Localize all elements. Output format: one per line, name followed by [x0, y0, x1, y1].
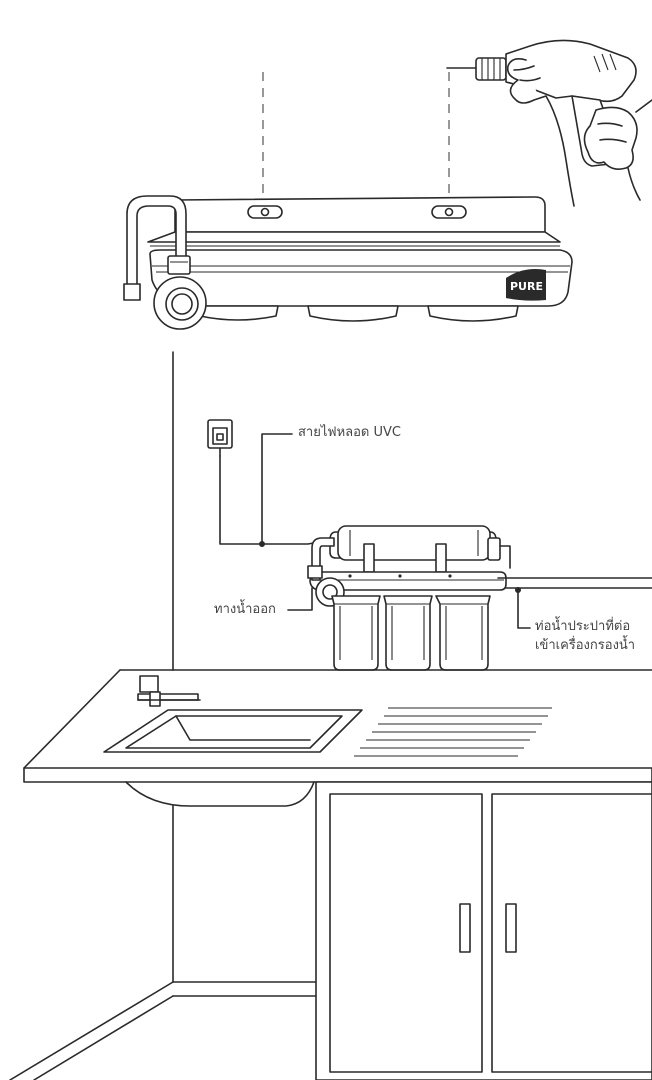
power-outlet: [207, 419, 233, 457]
outlet-leader: [287, 587, 313, 611]
tap-pipe-leader: [517, 587, 531, 629]
wall-filter-unit: [307, 525, 511, 671]
filter-housing-2: [383, 595, 433, 671]
door-handle-right: [505, 903, 517, 953]
outlet-nozzle: [123, 283, 141, 301]
mounting-step: PURE: [123, 39, 652, 330]
label-water-outlet: ทางน้ำออก: [214, 602, 276, 617]
door-handle-left: [459, 903, 471, 953]
counter-left-edge: [23, 669, 121, 769]
pure-logo-text: PURE: [510, 280, 543, 293]
cabinet: [315, 781, 652, 1080]
right-hand: [583, 106, 638, 170]
drainboard-grooves: [354, 707, 552, 757]
filter-bracket: PURE: [123, 195, 573, 330]
left-hand: [506, 58, 575, 207]
cartridge-cap-1: [197, 305, 279, 321]
cartridge-cap-2: [307, 305, 399, 322]
sink-bowl: [125, 781, 315, 807]
label-tap-pipe-line2: เข้าเครื่องกรองน้ำ: [535, 638, 636, 653]
cartridge-cap-3: [427, 305, 519, 322]
sink-faucet: [137, 675, 201, 707]
mount-slot-left: [247, 205, 283, 219]
uv-lamp: [337, 525, 491, 561]
drill-chuck: [475, 57, 507, 81]
uvc-leader: [261, 433, 293, 545]
label-uvc-cable: สายไฟหลอด UVC: [298, 425, 401, 440]
uvc-cable-line: [219, 455, 331, 545]
cabinet-door-left: [329, 793, 483, 1073]
countertop-front: [23, 767, 652, 783]
power-drill: [446, 39, 652, 207]
pure-logo: [506, 269, 546, 301]
mount-slot-right: [431, 205, 467, 219]
kitchen-scene: [9, 351, 652, 1080]
cabinet-door-right: [491, 793, 652, 1073]
label-tap-pipe-line1: ท่อน้ำประปาที่ต่อ: [535, 619, 631, 634]
filter-housing-1: [331, 595, 381, 671]
